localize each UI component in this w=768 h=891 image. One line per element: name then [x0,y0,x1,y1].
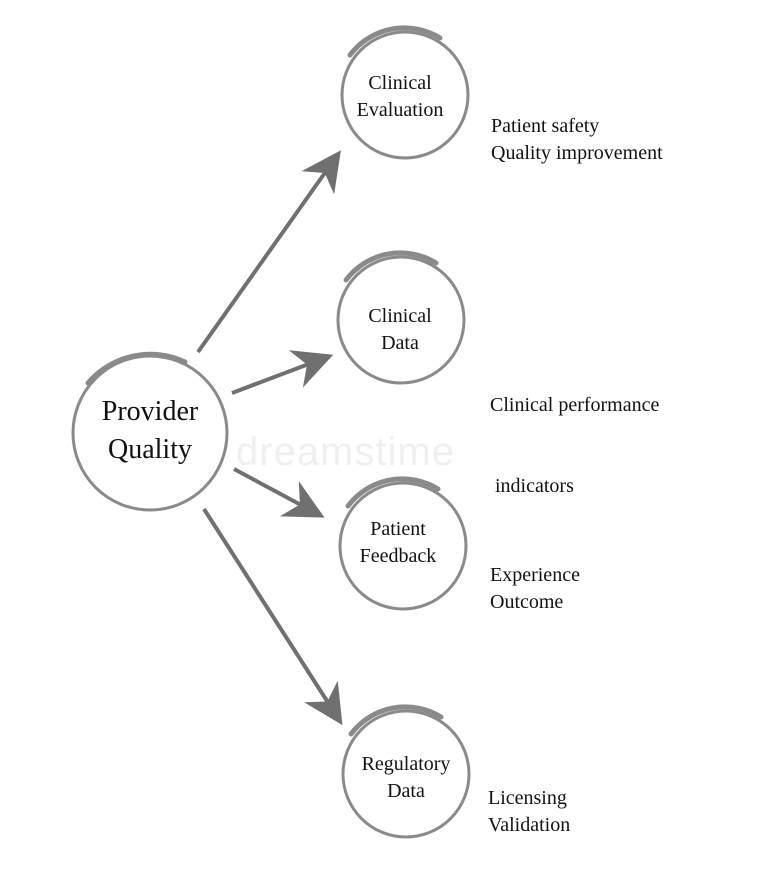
node-regulatory-data-label: Regulatory Data [338,751,474,805]
center-node [71,351,229,512]
watermark-text: dreamstime [236,430,455,474]
detail-line: Clinical performance [490,394,660,416]
node-label-line: Clinical [368,305,432,327]
detail-line: Licensing [488,787,567,809]
node-patient-feedback-circle [338,476,468,611]
arrow-to-regulatory-data [202,507,343,726]
node-clinical-data-label: Clinical Data [335,303,465,357]
center-label-line-1: Provider [101,396,199,427]
center-label: Provider Quality [70,393,230,469]
arrow-to-clinical-evaluation [196,150,341,354]
detail-line: Experience [490,564,580,586]
detail-line: Validation [488,814,571,836]
node-label-line: Patient [370,518,426,540]
node-label-line: Regulatory [361,753,451,775]
node-label-line: Data [387,780,425,802]
detail-line: Quality improvement [491,142,663,164]
arrow-to-clinical-data [231,350,334,395]
detail-clinical-evaluation: Patient safety Quality improvement [491,113,663,167]
detail-patient-feedback: Experience Outcome [490,562,580,616]
detail-line: Patient safety [491,115,600,137]
node-label-line: Feedback [359,545,437,567]
node-clinical-data-circle [336,250,466,385]
node-label-line: Data [381,332,419,354]
node-clinical-evaluation-label: Clinical Evaluation [335,70,465,124]
detail-regulatory-data: Licensing Validation [488,785,570,839]
node-patient-feedback-label: Patient Feedback [333,516,463,570]
detail-line: Outcome [490,591,564,613]
detail-line: indicators [490,475,574,497]
node-regulatory-data-circle [341,704,471,839]
node-label-line: Clinical [368,72,432,94]
detail-clinical-data: Clinical performance indicators [490,338,659,527]
arrow-to-patient-feedback [233,467,325,518]
node-label-line: Evaluation [356,99,444,121]
center-label-line-2: Quality [108,434,192,465]
node-clinical-evaluation-circle [340,25,470,160]
